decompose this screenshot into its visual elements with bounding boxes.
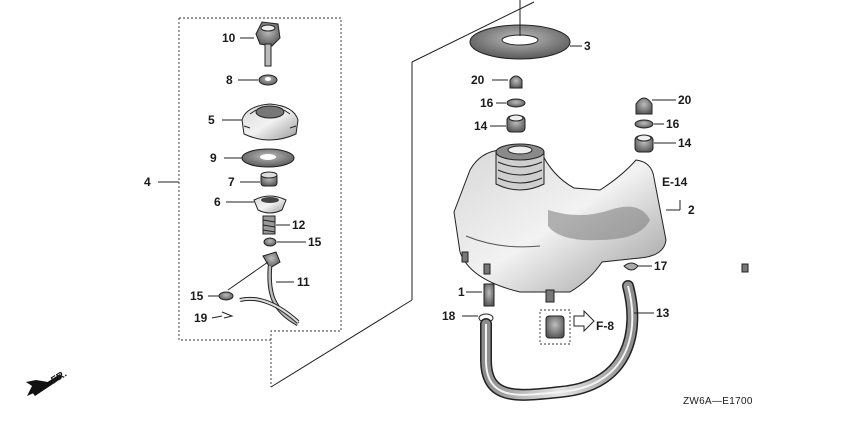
part-16-washer-right (634, 119, 664, 129)
callout-20-center: 20 (471, 73, 485, 87)
callout-4: 4 (144, 175, 151, 189)
part-5-filler-cap (222, 103, 299, 141)
callout-3: 3 (584, 39, 591, 53)
callout-15-upper: 15 (308, 235, 322, 249)
part-1-bolt (466, 283, 495, 307)
part-3-tank-gasket (469, 0, 582, 60)
callout-10: 10 (222, 31, 236, 45)
assembly-group-box (158, 17, 342, 387)
part-2-fuel-tank (453, 143, 749, 303)
part-12-spring (262, 215, 290, 235)
callout-9: 9 (210, 151, 217, 165)
callout-8: 8 (226, 73, 233, 87)
ref-f8: F-8 (596, 319, 614, 333)
fuel-filter-ref (539, 309, 595, 345)
callout-1: 1 (458, 285, 465, 299)
part-7-collar (240, 171, 278, 187)
callout-2: 2 (688, 203, 695, 217)
callout-13: 13 (656, 306, 670, 320)
part-9-gasket (224, 148, 295, 168)
callout-16-center: 16 (480, 96, 494, 110)
part-14-mount-right (634, 134, 676, 153)
callout-14-center: 14 (474, 119, 488, 133)
part-13-fuel-hose (480, 280, 654, 401)
part-15-oring-upper (263, 237, 306, 247)
callout-6: 6 (214, 195, 221, 209)
part-15-oring-lower (208, 291, 234, 301)
callout-19: 19 (194, 311, 208, 325)
part-16-washer-center (496, 98, 526, 108)
callout-18: 18 (442, 309, 456, 323)
callout-14-right: 14 (678, 136, 692, 150)
part-11-strainer-tube (227, 251, 300, 326)
part-17-hose-clip (623, 262, 652, 271)
part-14-mount-center (490, 114, 526, 133)
part-20-nut-center (492, 75, 523, 89)
part-20-nut-right (635, 97, 676, 115)
callout-17: 17 (654, 259, 668, 273)
diagram-code: ZW6A—E1700 (683, 396, 753, 407)
part-10-knob-screw (240, 21, 281, 67)
ref-e14: E-14 (662, 175, 688, 189)
callout-5: 5 (208, 113, 215, 127)
callout-12: 12 (292, 218, 306, 232)
callout-16-right: 16 (666, 117, 680, 131)
callout-20-right: 20 (678, 93, 692, 107)
part-8-washer (238, 74, 278, 86)
part-6-retainer (226, 195, 287, 214)
front-direction-arrow-icon (26, 374, 62, 396)
callout-15-lower: 15 (190, 289, 204, 303)
callout-11: 11 (297, 275, 310, 289)
tank-group-frame (270, 1, 535, 388)
part-19-clip (211, 311, 234, 319)
callout-7: 7 (228, 175, 235, 189)
